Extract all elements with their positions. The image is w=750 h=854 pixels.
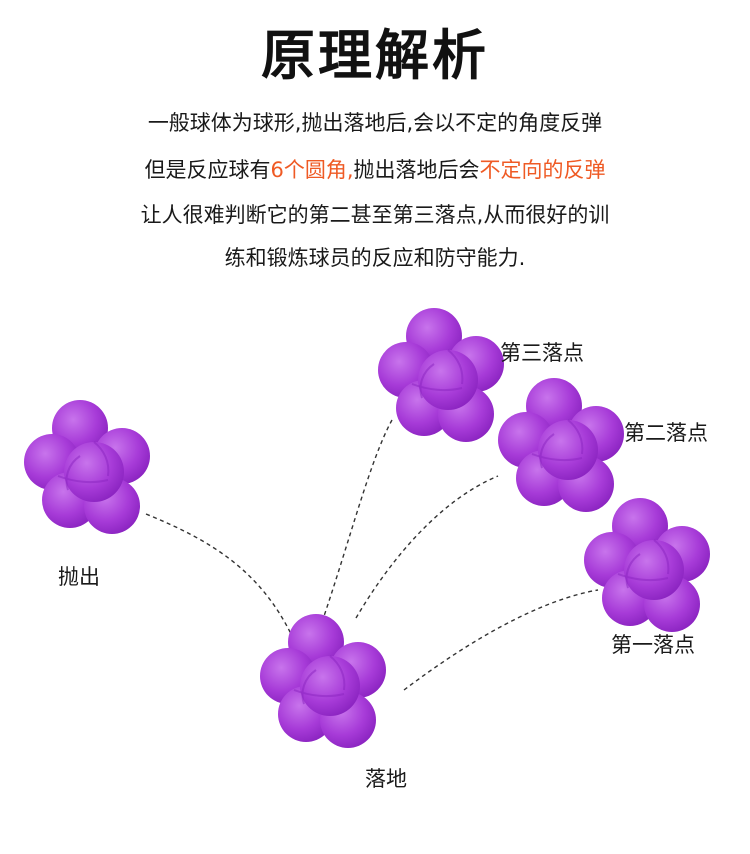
description-line-3: 让人很难判断它的第二甚至第三落点,从而很好的训 [140, 203, 610, 227]
trajectory-landing-to-first [403, 589, 599, 691]
label-third-point: 第三落点 [500, 341, 584, 365]
description-line-2: 但是反应球有6个圆角,抛出落地后会不定向的反弹 [0, 155, 750, 185]
description-line-2-part-1: 但是反应球有 [144, 158, 271, 182]
ball-second-point [497, 377, 625, 513]
trajectory-throw-to-landing [145, 513, 293, 637]
page-title: 原理解析 [261, 24, 489, 87]
label-landing: 落地 [365, 767, 407, 791]
ball-third-point [377, 307, 505, 443]
ball-throw [23, 399, 151, 535]
trajectory-landing-to-second [355, 475, 499, 619]
highlight-random-bounce: 不定向的反弹 [479, 158, 606, 182]
label-first-point: 第一落点 [611, 633, 695, 657]
ball-first-point [583, 497, 711, 633]
label-throw: 抛出 [58, 565, 100, 589]
description-line-4: 练和锻炼球员的反应和防守能力. [224, 246, 526, 270]
ball-landing [259, 613, 387, 749]
description-line-2-part-2: 抛出落地后会 [353, 158, 480, 182]
description-line-1: 一般球体为球形,抛出落地后,会以不定的角度反弹 [147, 111, 603, 135]
label-second-point: 第二落点 [624, 421, 708, 445]
highlight-rounded-corners: 6个圆角, [270, 158, 354, 182]
trajectory-landing-to-third [321, 419, 393, 623]
